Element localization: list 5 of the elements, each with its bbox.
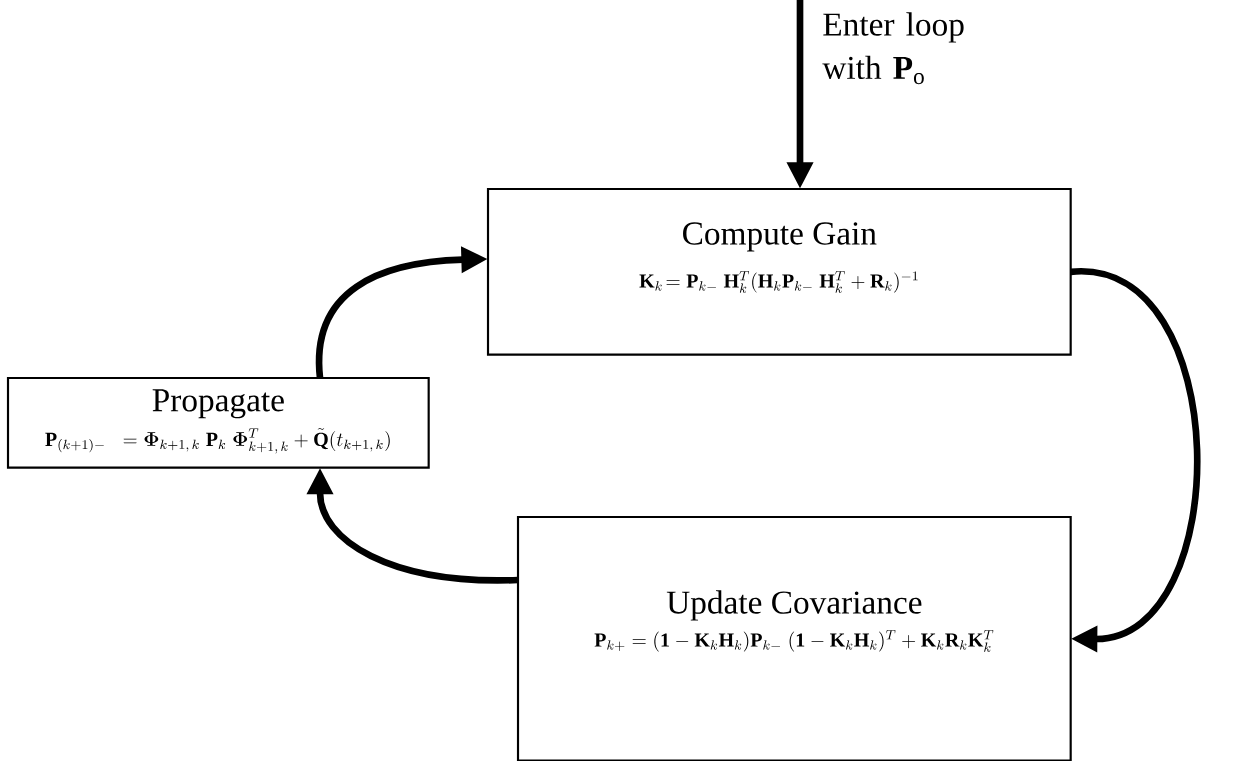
arrow — [1070, 268, 1201, 653]
edge-label: Enter loop with P$_{o}$ — [822, 12, 964, 85]
process-box: Update Covariance $\mathbf{P}_{k+}=(\mathbf{1}-\mathbf{K}_k\mathbf{H}_k)\mathbf{P}_{k-}\;(\mathbf{1}-\mathbf{K}_k\mathbf{H}_k)^T+\mathbf{K}_k\mathbf{R}_k\mathbf{K}_k^T$ — [516, 515, 1072, 761]
process-box: Compute Gain $\mathbf{K}_k\!= \mathbf{P}_{k-}\;\mathbf{H}_k^T(\mathbf{H}_k\mathbf{P}_{k-}\;\mathbf{H}_k^T+\mathbf{R}_k)^{-1}$ — [486, 187, 1072, 356]
process-box: Propagate $\mathbf{P}_{(k+1)-}\;\;=\boldsymbol{\Phi}_{k+1,\,k}\;\mathbf{P}_k\;\boldsymbol{\Phi}_{k+1,\,k}^T+\tilde{\mathbf{Q}}(t_{k+1,\,k})$ — [6, 376, 430, 469]
